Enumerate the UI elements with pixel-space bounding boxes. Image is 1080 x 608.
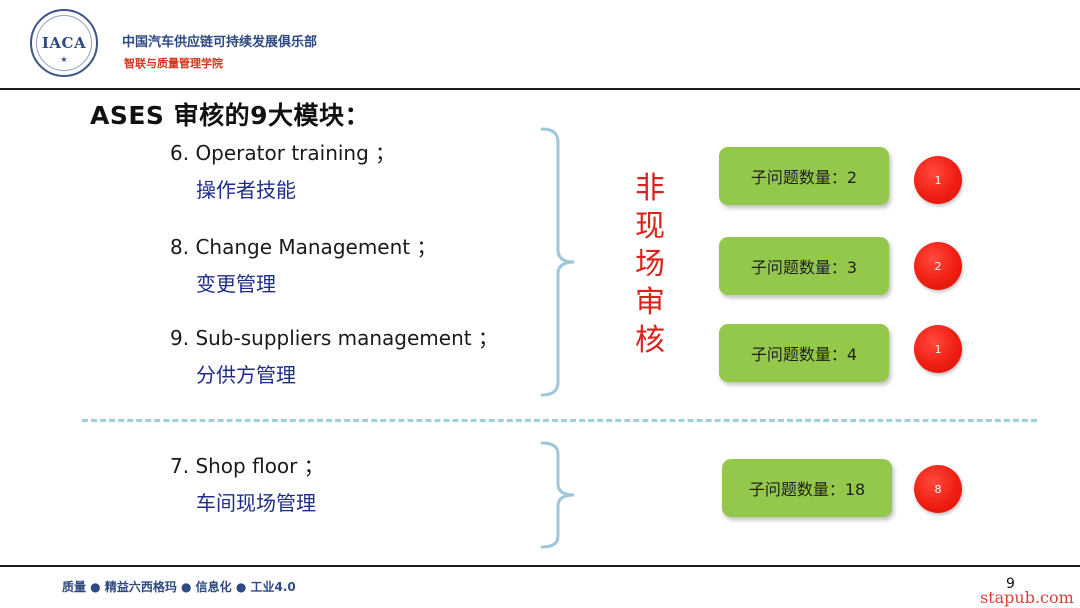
item-zh-change-management: 变更管理: [196, 272, 276, 296]
item-zh-operator-training: 操作者技能: [196, 178, 296, 202]
iaca-logo: IACA ★: [30, 9, 98, 77]
label-char: 核: [635, 323, 665, 358]
subquestion-count-box: 子问题数量：4: [719, 324, 889, 382]
item-en-change-management: 8. Change Management ；: [170, 235, 437, 259]
star-icon: ★: [60, 55, 68, 64]
page-number: 9: [1006, 576, 1015, 592]
subquestion-count-box: 子问题数量：3: [719, 237, 889, 295]
item-zh-shop-floor: 车间现场管理: [196, 491, 316, 515]
label-char: 现: [635, 209, 665, 244]
slide-title: ASES 审核的9大模块：: [90, 101, 371, 130]
org-name: 中国汽车供应链可持续发展俱乐部: [122, 35, 318, 50]
logo-text: IACA: [41, 34, 87, 52]
count-circle: 1: [914, 325, 962, 373]
subquestion-count-box: 子问题数量：18: [722, 459, 892, 517]
right-brace-upper: [540, 127, 575, 397]
item-en-sub-suppliers: 9. Sub-suppliers management ；: [170, 326, 498, 350]
org-subtitle: 智联与质量管理学院: [124, 57, 223, 70]
watermark: stapub.com: [980, 588, 1074, 607]
footer-tagline: 质量 ● 精益六西格玛 ● 信息化 ● 工业4.0: [62, 580, 296, 594]
item-en-operator-training: 6. Operator training ；: [170, 141, 396, 165]
item-zh-sub-suppliers: 分供方管理: [196, 363, 296, 387]
count-circle: 1: [914, 156, 962, 204]
header-divider: [0, 88, 1080, 90]
footer-divider: [0, 565, 1080, 567]
label-char: 场: [635, 247, 665, 282]
label-char: 非: [635, 171, 665, 206]
label-char: 审: [635, 285, 665, 320]
subquestion-count-box: 子问题数量：2: [719, 147, 889, 205]
count-circle: 2: [914, 242, 962, 290]
right-brace-lower: [540, 441, 575, 549]
section-separator: [82, 419, 1037, 422]
non-site-audit-label: 非 现 场 审 核: [630, 170, 670, 360]
count-circle: 8: [914, 465, 962, 513]
item-en-shop-floor: 7. Shop floor ；: [170, 454, 324, 478]
